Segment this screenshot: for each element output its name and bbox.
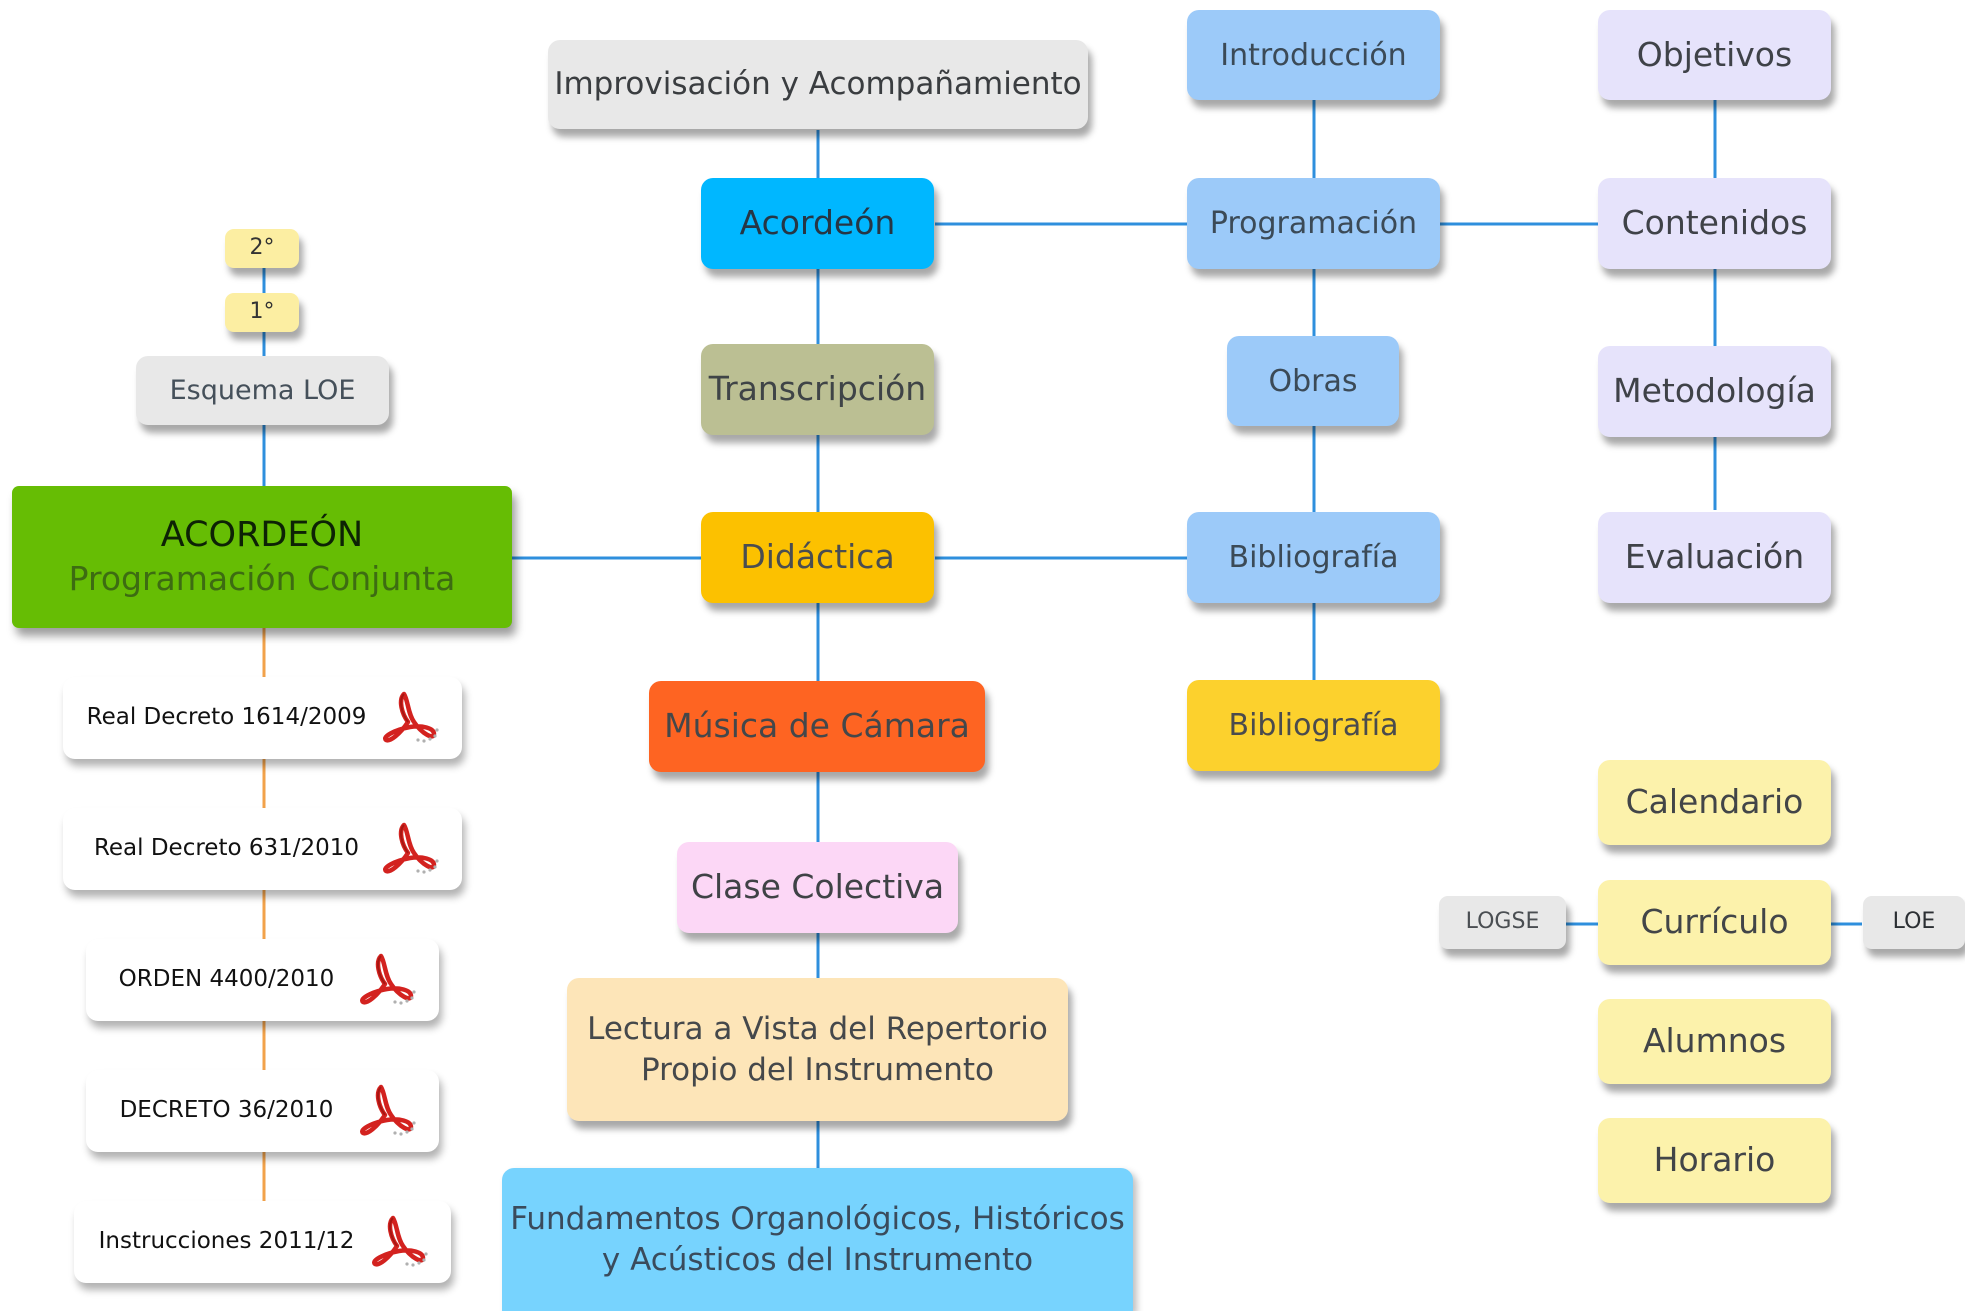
document-orden-4400[interactable]: ORDEN 4400/2010 [86,939,439,1021]
course-1-label: 1° [249,299,275,325]
loe-label: LOE [1892,909,1936,935]
lectura-vista-line-1: Lectura a Vista del Repertorio [587,1011,1048,1048]
clase-colectiva-label: Clase Colectiva [690,867,945,907]
main-title-node[interactable]: ACORDEÓN Programación Conjunta [12,486,512,628]
pdf-icon [357,952,417,1008]
main-subtitle: Programación Conjunta [68,559,456,599]
course-2-label: 2° [249,235,275,261]
pdf-icon [380,690,440,746]
objetivos-label: Objetivos [1636,34,1793,74]
document-real-decreto-1614[interactable]: Real Decreto 1614/2009 [63,677,462,759]
document-label: DECRETO 36/2010 [119,1097,334,1124]
didactica-label: Didáctica [740,537,895,577]
musica-camara-node[interactable]: Música de Cámara [649,681,985,772]
course-2-node[interactable]: 2° [225,229,299,268]
fundamentos-line-1: Fundamentos Organológicos, Históricos [510,1201,1125,1238]
curriculo-label: Currículo [1640,902,1789,942]
objetivos-node[interactable]: Objetivos [1598,10,1831,100]
logse-node[interactable]: LOGSE [1439,896,1566,949]
bibliografia-label: Bibliografía [1228,540,1399,575]
improvisacion-node[interactable]: Improvisación y Acompañamiento [548,40,1088,129]
loe-node[interactable]: LOE [1863,896,1965,949]
logse-label: LOGSE [1465,909,1540,935]
document-label: Instrucciones 2011/12 [98,1228,355,1255]
obras-label: Obras [1268,363,1358,399]
curriculo-node[interactable]: Currículo [1598,880,1831,965]
bibliografia-node[interactable]: Bibliografía [1187,512,1440,603]
document-label: Real Decreto 1614/2009 [86,704,367,731]
bibliografia-didactica-label: Bibliografía [1228,708,1399,743]
evaluacion-node[interactable]: Evaluación [1598,512,1831,603]
bibliografia-didactica-node[interactable]: Bibliografía [1187,680,1440,771]
main-title: ACORDEÓN [160,514,364,555]
calendario-node[interactable]: Calendario [1598,760,1831,845]
introduccion-label: Introducción [1220,37,1407,73]
esquema-loe-node[interactable]: Esquema LOE [136,356,389,425]
contenidos-node[interactable]: Contenidos [1598,178,1831,269]
obras-node[interactable]: Obras [1227,336,1399,426]
esquema-loe-label: Esquema LOE [169,374,356,406]
fundamentos-node[interactable]: Fundamentos Organológicos, Históricos y … [502,1168,1133,1311]
horario-label: Horario [1653,1140,1776,1180]
metodologia-node[interactable]: Metodología [1598,346,1831,437]
clase-colectiva-node[interactable]: Clase Colectiva [677,842,958,933]
pdf-icon [357,1083,417,1139]
acordeon-node[interactable]: Acordeón [701,178,934,269]
alumnos-label: Alumnos [1642,1021,1787,1061]
calendario-label: Calendario [1625,782,1804,822]
pdf-icon [369,1214,429,1270]
document-decreto-36[interactable]: DECRETO 36/2010 [86,1070,439,1152]
programacion-node[interactable]: Programación [1187,178,1440,269]
course-1-node[interactable]: 1° [225,293,299,332]
document-label: ORDEN 4400/2010 [118,966,335,993]
pdf-icon [380,821,440,877]
transcripcion-node[interactable]: Transcripción [701,344,934,435]
didactica-node[interactable]: Didáctica [701,512,934,603]
contenidos-label: Contenidos [1621,203,1808,243]
fundamentos-line-2: y Acústicos del Instrumento [601,1241,1034,1278]
document-instrucciones-2011-12[interactable]: Instrucciones 2011/12 [74,1201,451,1283]
improvisacion-label: Improvisación y Acompañamiento [554,66,1082,103]
acordeon-label: Acordeón [739,203,896,243]
musica-camara-label: Música de Cámara [664,706,970,746]
lectura-vista-node[interactable]: Lectura a Vista del Repertorio Propio de… [567,978,1068,1121]
alumnos-node[interactable]: Alumnos [1598,999,1831,1084]
document-real-decreto-631[interactable]: Real Decreto 631/2010 [63,808,462,890]
document-label: Real Decreto 631/2010 [93,835,360,862]
programacion-label: Programación [1209,206,1418,241]
introduccion-node[interactable]: Introducción [1187,10,1440,100]
evaluacion-label: Evaluación [1624,537,1805,577]
metodologia-label: Metodología [1613,371,1816,411]
lectura-vista-line-2: Propio del Instrumento [640,1051,995,1088]
horario-node[interactable]: Horario [1598,1118,1831,1203]
transcripcion-label: Transcripción [708,369,927,409]
